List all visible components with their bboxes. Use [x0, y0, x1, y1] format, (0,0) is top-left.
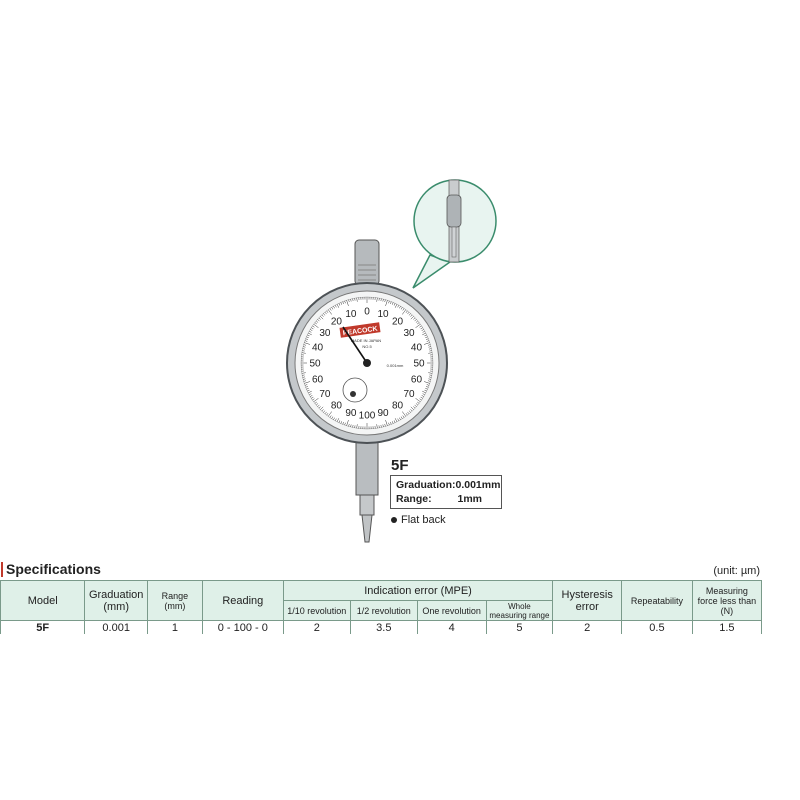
feature-note: Flat back [391, 514, 446, 526]
dial-number: 30 [404, 328, 416, 339]
graduation-label: Graduation: [396, 479, 456, 491]
bottom-stem [355, 434, 379, 543]
specifications-title: Specifications [1, 561, 101, 577]
header-tenth-revolution: 1/10 revolution [282, 600, 351, 621]
unit-note: (unit: µm) [713, 565, 760, 577]
cell-hysteresis: 2 [552, 620, 623, 635]
top-stem [354, 239, 380, 286]
dial-number: 30 [319, 328, 331, 339]
dial-number: 70 [319, 389, 331, 400]
header-one-revolution: One revolution [416, 600, 487, 621]
range-value: 1mm [457, 493, 482, 505]
header-range: Range (mm) [146, 580, 203, 621]
specifications-title-text: Specifications [6, 561, 101, 577]
dial-number: 0 [364, 307, 370, 318]
dial-number: 10 [345, 309, 357, 320]
graduation-value: 0.001mm [455, 479, 501, 491]
cell-half-revolution: 3.5 [349, 620, 418, 635]
cell-reading: 0 - 100 - 0 [201, 620, 284, 635]
page-background [0, 634, 800, 800]
dial-ticks [301, 297, 433, 429]
specifications-table: Model Graduation (mm) Range (mm) Reading… [0, 580, 763, 635]
header-whole-range: Whole measuring range [485, 600, 554, 621]
dial-number: 70 [404, 389, 416, 400]
bullet-icon [391, 517, 397, 524]
dial-number: 10 [378, 309, 390, 320]
dial-number: 80 [331, 401, 343, 412]
brand-logo: PEACOCK [342, 326, 378, 338]
cell-repeatability: 0.5 [621, 620, 693, 635]
dial-number: 40 [312, 342, 324, 353]
dial-pointer [342, 326, 368, 364]
header-measuring-force: Measuring force less than (N) [691, 580, 763, 621]
header-reading: Reading [201, 580, 284, 621]
cell-one-revolution: 4 [416, 620, 487, 635]
header-hysteresis: Hysteresis error [552, 580, 623, 621]
dial-number: 40 [411, 342, 423, 353]
cell-whole-range: 5 [485, 620, 554, 635]
header-indication-error: Indication error (MPE) [282, 580, 554, 601]
dial-made-label: MADE IN JAPAN [351, 338, 381, 343]
dial-number: 90 [378, 408, 390, 419]
header-model: Model [0, 580, 86, 621]
model-label: 5F [391, 457, 409, 474]
cell-graduation: 0.001 [84, 620, 148, 635]
dial-number: 60 [312, 375, 324, 386]
dial-number: 60 [411, 375, 423, 386]
dial-number: 50 [413, 359, 425, 370]
cell-model: 5F [0, 620, 86, 635]
feature-text: Flat back [401, 514, 446, 526]
dial-number: 20 [392, 316, 404, 327]
dial-number: 50 [309, 359, 321, 370]
dial-number: 20 [331, 316, 343, 327]
table-row: 5F 0.001 1 0 - 100 - 0 2 3.5 4 5 2 0.5 1… [0, 620, 763, 635]
range-label: Range: [396, 493, 432, 505]
dial-number: 100 [359, 411, 376, 422]
side-view-callout [412, 179, 497, 289]
header-half-revolution: 1/2 revolution [349, 600, 418, 621]
cell-measuring-force: 1.5 [691, 620, 763, 635]
dial-number: 80 [392, 401, 404, 412]
dial-number: 90 [345, 408, 357, 419]
title-accent-bar [1, 562, 3, 577]
cell-tenth-revolution: 2 [282, 620, 351, 635]
dial-model-label: NO.5 [362, 344, 372, 349]
header-repeatability: Repeatability [621, 580, 693, 621]
cell-range: 1 [146, 620, 203, 635]
spec-summary-box: Graduation:0.001mm Range: 1mm [390, 475, 502, 509]
dial-unit-label: 0.001mm [387, 363, 404, 368]
header-graduation: Graduation (mm) [84, 580, 148, 621]
revolution-counter [342, 377, 368, 403]
